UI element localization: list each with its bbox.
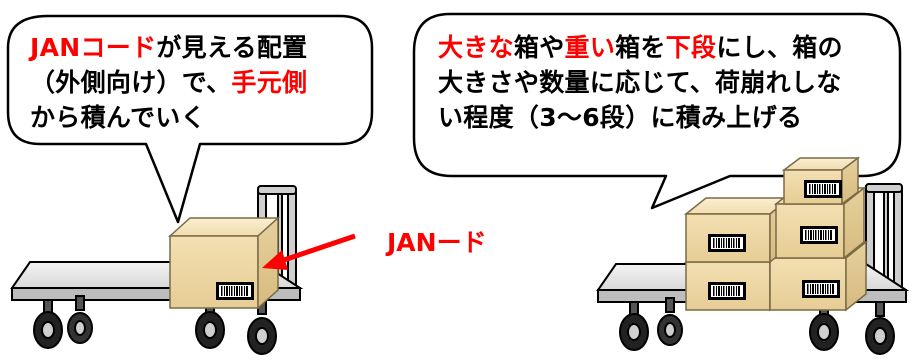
jan-barcode bbox=[216, 282, 254, 300]
text-stack-tiers: い程度（3～6段）に積み上げる bbox=[438, 103, 803, 132]
left-line-3: から積んでいく bbox=[30, 100, 307, 135]
left-line-1: JANコードが見える配置 bbox=[30, 30, 307, 65]
left-hand-truck bbox=[10, 185, 304, 355]
text-heavy: 重い bbox=[564, 33, 616, 62]
text-size-quantity: 大きさや数量に応じて、荷崩れしな bbox=[438, 68, 842, 97]
box-middle-left bbox=[683, 196, 793, 264]
right-hand-truck bbox=[596, 156, 910, 355]
text-boxes-and: 箱や bbox=[513, 33, 565, 62]
right-line-2: 大きさや数量に応じて、荷崩れしな bbox=[438, 65, 843, 100]
left-line-2: （外側向け）で、手元側 bbox=[30, 65, 307, 100]
right-speech-bubble bbox=[412, 12, 902, 210]
jan-code-label: JANード bbox=[387, 228, 487, 257]
right-bubble-text: 大きな箱や重い箱を下段にし、箱の 大きさや数量に応じて、荷崩れしな い程度（3～… bbox=[438, 30, 843, 135]
left-speech-bubble bbox=[6, 14, 374, 224]
text-jan-code: JANコード bbox=[30, 33, 157, 62]
right-line-1: 大きな箱や重い箱を下段にし、箱の bbox=[438, 30, 843, 65]
left-bubble-text: JANコードが見える配置 （外側向け）で、手元側 から積んでいく bbox=[30, 30, 307, 135]
right-line-3: い程度（3～6段）に積み上げる bbox=[438, 100, 843, 135]
text-stack-from: から積んでいく bbox=[30, 103, 206, 132]
text-lower-tier: 下段 bbox=[665, 33, 717, 62]
text-boxes-obj: 箱を bbox=[615, 33, 666, 62]
caster-wheel bbox=[33, 299, 63, 349]
text-make-box: にし、箱の bbox=[716, 33, 843, 62]
pointer-arrow bbox=[262, 233, 356, 270]
text-outward: （外側向け）で、 bbox=[30, 68, 232, 97]
text-visible-placement: が見える配置 bbox=[156, 33, 308, 62]
text-large: 大きな bbox=[438, 33, 514, 62]
text-near-side: 手元側 bbox=[231, 68, 308, 97]
